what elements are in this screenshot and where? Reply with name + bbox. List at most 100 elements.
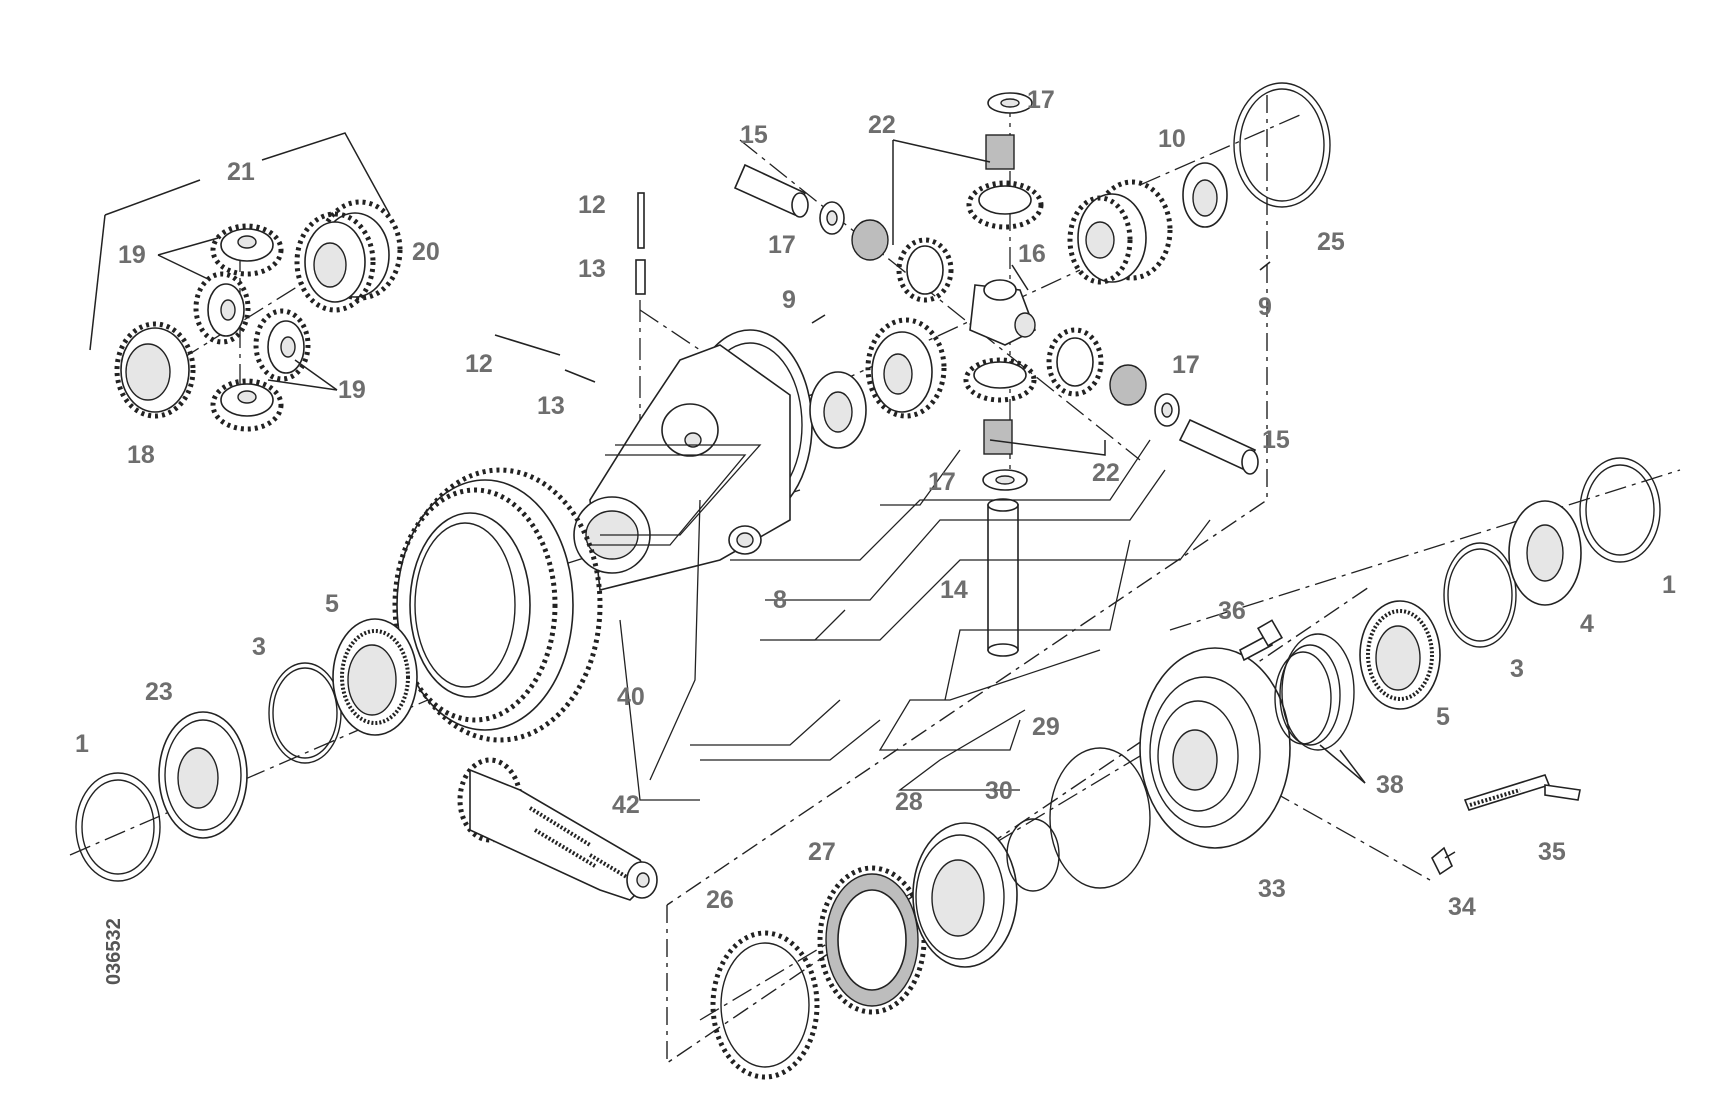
differential-gear-set <box>89 132 403 432</box>
bearing-cap-23 <box>158 711 248 839</box>
washer-34 <box>1431 846 1454 876</box>
needle-bearing-22-bottom <box>983 419 1013 455</box>
bevel-pinion-left <box>896 237 954 303</box>
washer-left-mid <box>809 371 867 449</box>
callout-5-left: 5 <box>325 590 339 618</box>
cross-shaft-14 <box>987 498 1019 657</box>
callout-29: 29 <box>1032 713 1060 741</box>
washer-17-bottom <box>982 469 1028 491</box>
small-pin-9-right <box>1259 261 1271 271</box>
callout-1-right: 1 <box>1662 571 1676 599</box>
left-bearing-stack <box>75 618 418 882</box>
callout-28: 28 <box>895 788 923 816</box>
pinion-gear-19-top <box>210 223 284 277</box>
callout-3-left: 3 <box>252 633 266 661</box>
pin-12-vertical <box>637 192 645 249</box>
side-gear-mid <box>865 317 947 419</box>
crown-wheel-40 <box>392 467 603 743</box>
pin-13-vertical <box>635 259 646 295</box>
callout-38: 38 <box>1376 771 1404 799</box>
shaft-15-right <box>1178 418 1259 475</box>
circlip-1-left <box>75 772 161 882</box>
piston-28 <box>912 822 1018 968</box>
callout-12-left: 12 <box>465 350 493 378</box>
needle-bearing-22-right <box>1109 364 1147 406</box>
thrust-washer-10 <box>1182 162 1228 228</box>
dashed-guides <box>69 95 1681 1065</box>
oring-30 <box>1006 818 1060 892</box>
bearing-5-left <box>332 618 418 736</box>
callout-17-bottom: 17 <box>928 468 956 496</box>
pinion-gear-19-left <box>193 271 251 345</box>
bearing-support-33 <box>1139 647 1291 849</box>
callout-9-right: 9 <box>1258 293 1272 321</box>
callout-25: 25 <box>1317 228 1345 256</box>
callout-20: 20 <box>412 238 440 266</box>
callout-36: 36 <box>1218 597 1246 625</box>
callout-4: 4 <box>1580 610 1594 638</box>
oring-29 <box>1049 747 1151 889</box>
callout-17-right: 17 <box>1172 351 1200 379</box>
callout-3-right: 3 <box>1510 655 1524 683</box>
bolt-36 <box>1238 619 1284 662</box>
drawing-code: 036532 <box>103 918 125 985</box>
callout-34: 34 <box>1448 893 1476 921</box>
callout-12-top: 12 <box>578 191 606 219</box>
callout-1-left: 1 <box>75 730 89 758</box>
bevel-pinion-right <box>1046 327 1104 397</box>
clutch-pack <box>710 747 1151 1080</box>
pinion-gear-19-bottom <box>210 378 284 432</box>
callout-5-right: 5 <box>1436 703 1450 731</box>
callout-15-right: 15 <box>1262 426 1290 454</box>
callout-17-top: 17 <box>1027 86 1055 114</box>
callout-22-bottom: 22 <box>1092 459 1120 487</box>
side-gear-18 <box>114 321 196 419</box>
outline-arrows <box>590 439 1211 801</box>
bevel-pinion-top <box>966 180 1044 230</box>
side-gear-10 <box>1067 179 1173 285</box>
callout-42: 42 <box>612 791 640 819</box>
drive-pinion-42 <box>457 757 658 901</box>
callout-35: 35 <box>1538 838 1566 866</box>
callout-21: 21 <box>227 158 255 186</box>
side-gear-20 <box>294 199 403 313</box>
callout-13-top: 13 <box>578 255 606 283</box>
washer-17-top-left <box>819 201 845 235</box>
callout-14: 14 <box>940 576 968 604</box>
callout-33: 33 <box>1258 875 1286 903</box>
callout-15-top: 15 <box>740 121 768 149</box>
callout-27: 27 <box>808 838 836 866</box>
washer-4 <box>1508 500 1582 606</box>
shaft-15-top <box>733 163 809 218</box>
callout-19-bottom: 19 <box>338 376 366 404</box>
callout-23: 23 <box>145 678 173 706</box>
bearing-5-right <box>1359 600 1441 710</box>
ring-25 <box>1233 82 1331 208</box>
callout-8: 8 <box>773 586 787 614</box>
needle-bearing-22-top <box>985 134 1015 170</box>
pinion-gear-19-right <box>253 308 311 382</box>
callout-26: 26 <box>706 886 734 914</box>
circlip-1-right <box>1579 457 1661 563</box>
spider-16 <box>969 279 1037 346</box>
callout-10: 10 <box>1158 125 1186 153</box>
pin-12-diagonal <box>494 334 561 356</box>
right-bearing-stack <box>1359 457 1661 710</box>
friction-disc-27 <box>817 865 927 1015</box>
callout-16: 16 <box>1018 240 1046 268</box>
pins-12-13 <box>494 192 646 383</box>
differential-housing-8 <box>573 329 813 591</box>
callout-13-left: 13 <box>537 392 565 420</box>
callout-19-top: 19 <box>118 241 146 269</box>
callout-30: 30 <box>985 777 1013 805</box>
callout-22-top: 22 <box>868 111 896 139</box>
friction-plate-26 <box>710 930 820 1080</box>
seal-rings-38 <box>1274 633 1355 751</box>
callout-17-left: 17 <box>768 231 796 259</box>
callout-labels: 21 19 20 19 18 12 13 12 13 15 22 17 10 1… <box>75 86 1676 921</box>
callout-18: 18 <box>127 441 155 469</box>
bevel-pinion-bottom <box>963 357 1037 403</box>
upper-spider-assembly <box>733 82 1331 657</box>
washer-17-right <box>1154 393 1180 427</box>
